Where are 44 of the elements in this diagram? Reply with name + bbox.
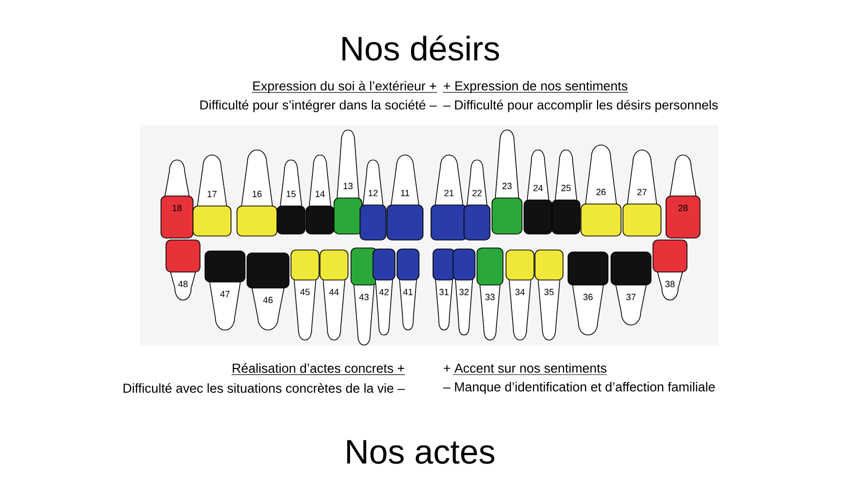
tooth: 15 [276,160,306,234]
tooth: 43 [350,248,378,346]
note: Difficulté pour s’intégrer dans la société – [200,100,437,112]
node-label: 38 [665,280,675,288]
note: Réalisation d’actes concrets + [231,363,406,376]
note: + Expression de nos sentiments [442,80,628,94]
note: Expression du soi à l’extérieur + [252,80,438,94]
tooth: 27 [622,150,662,236]
note: + Accent sur nos sentiments [444,363,608,375]
tooth: 14 [306,154,334,234]
note: Difficulté avec les situations concrètes de la vie – [124,383,405,393]
tooth: 12 [360,160,386,240]
tooth: 26 [580,144,622,236]
tooth: 31 [432,248,456,330]
tooth: 21 [430,154,468,240]
tooth: 42 [372,248,396,336]
tooth: 34 [506,250,534,340]
tooth: 18 [160,160,194,238]
tooth: 17 [192,154,232,236]
tooth: 28 [666,154,700,238]
tooth: 35 [534,250,564,340]
tooth: 45 [290,250,320,340]
tooth: 33 [476,248,504,340]
tooth: 32 [452,248,476,336]
tooth: 23 [492,130,522,234]
tooth: 22 [464,160,490,240]
tooth: 13 [334,130,362,234]
tooth: 11 [386,154,424,240]
heading: Nos désirs [342,35,500,61]
tooth: 41 [396,248,420,330]
tooth: 24 [524,150,552,234]
tooth: 46 [246,252,290,330]
node-label: 48 [178,280,188,288]
tooth: 44 [320,250,348,340]
note: – Difficulté pour accomplir les désirs personnels [443,100,718,112]
tooth: 16 [236,150,278,236]
tooth: 48 [166,240,200,300]
note: – Manque d’identification et d’affection familiale [443,382,715,394]
tooth: 36 [568,252,608,336]
tooth: 38 [652,240,688,300]
heading: Nos actes [347,440,494,464]
tooth: 47 [204,250,246,330]
tooth: 25 [552,150,580,234]
tooth: 37 [610,252,652,326]
